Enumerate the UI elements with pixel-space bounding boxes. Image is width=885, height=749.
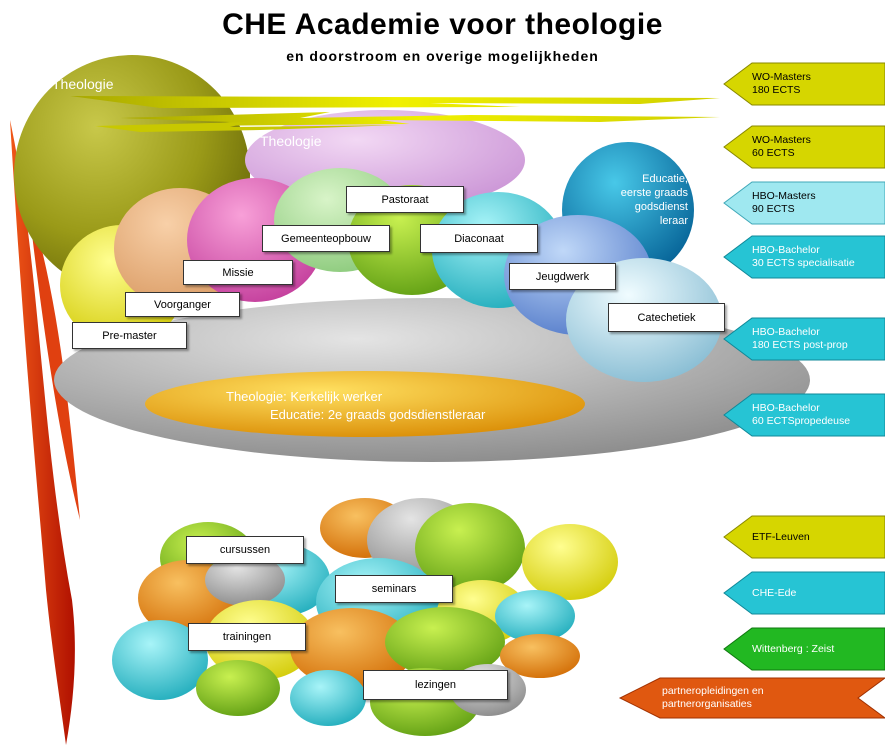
educatie-line-3: godsdienst xyxy=(634,201,688,213)
page-subtitle: en doorstroom en overige mogelijkheden xyxy=(286,48,599,64)
kerkelijk-werker-shape xyxy=(145,371,585,437)
blob-5 xyxy=(415,503,525,593)
box-seminars[interactable]: seminars xyxy=(335,575,453,603)
partner-etf-leuven-label: ETF-Leuven xyxy=(752,530,810,543)
bolt-middle xyxy=(120,112,720,126)
educatie-line-1: Educatie, xyxy=(642,173,688,185)
educatie-label: Educatie, eerste graads godsdienst leraa… xyxy=(588,172,688,228)
box-lezingen[interactable]: lezingen xyxy=(363,670,508,700)
partner-wittenberg-zeist-label: Wittenberg : Zeist xyxy=(752,642,835,655)
box-voorganger[interactable]: Voorganger xyxy=(125,292,240,317)
blob-15 xyxy=(385,607,505,677)
track-wo-masters-180-line2: 180 ECTS xyxy=(752,84,801,96)
track-hbo-bachelor-180-line1: HBO-Bachelor xyxy=(752,326,820,338)
blob-8 xyxy=(205,554,285,606)
bolt-top xyxy=(70,96,720,108)
partner-che-ede[interactable]: CHE-Ede xyxy=(752,572,882,614)
box-catechetiek[interactable]: Catechetiek xyxy=(608,303,725,332)
track-hbo-bachelor-60-line1: HBO-Bachelor xyxy=(752,402,820,414)
track-hbo-bachelor-30-line1: HBO-Bachelor xyxy=(752,244,820,256)
track-arrows xyxy=(618,62,885,719)
blob-18 xyxy=(290,670,366,726)
track-arrow-shape-4 xyxy=(723,235,885,279)
partner-orgs-line2: partnerorganisaties xyxy=(662,698,752,710)
box-jeugdwerk[interactable]: Jeugdwerk xyxy=(509,263,616,290)
red-ribbon xyxy=(10,120,75,745)
partner-etf-leuven[interactable]: ETF-Leuven xyxy=(752,516,882,558)
kerkelijk-werker-label: Theologie: Kerkelijk werker xyxy=(226,389,383,404)
partner-arrow-shape-1 xyxy=(723,515,885,559)
track-arrow-shape-6 xyxy=(723,393,885,437)
educatie-line-2: eerste graads xyxy=(620,187,688,199)
partner-arrow-shape-3 xyxy=(723,627,885,671)
track-arrow-shape-1 xyxy=(723,62,885,106)
blob-13 xyxy=(112,620,208,700)
track-hbo-bachelor-60-line2: 60 ECTSpropedeuse xyxy=(752,415,851,427)
track-arrow-shape-2 xyxy=(723,125,885,169)
track-hbo-masters-90-line1: HBO-Masters xyxy=(752,190,816,202)
track-hbo-bachelor-180-line2: 180 ECTS post-prop xyxy=(752,339,848,351)
box-diaconaat[interactable]: Diaconaat xyxy=(420,224,538,253)
educatie-line-4: leraar xyxy=(659,215,688,227)
theologie-large-label: Theologie xyxy=(52,76,114,92)
track-wo-masters-60-line2: 60 ECTS xyxy=(752,147,795,159)
partner-che-ede-label: CHE-Ede xyxy=(752,586,797,599)
godsdienstleraar-label: Educatie: 2e graads godsdienstleraar xyxy=(270,407,486,422)
page-title: CHE Academie voor theologie xyxy=(222,8,663,41)
partner-arrow-shape-2 xyxy=(723,571,885,615)
track-hbo-bachelor-30-line2: 30 ECTS specialisatie xyxy=(752,257,855,269)
theologie-inner-label: Theologie xyxy=(260,133,322,149)
blob-14 xyxy=(290,608,414,688)
box-trainingen[interactable]: trainingen xyxy=(188,623,306,651)
track-arrow-shape-3 xyxy=(723,181,885,225)
track-wo-masters-180-line1: WO-Masters xyxy=(752,71,811,83)
blob-16 xyxy=(500,634,580,678)
box-cursussen[interactable]: cursussen xyxy=(186,536,304,564)
partner-wittenberg-zeist[interactable]: Wittenberg : Zeist xyxy=(752,628,882,670)
red-ribbon-inner xyxy=(28,200,80,520)
partner-orgs-arrow-shape xyxy=(618,677,885,719)
blob-17 xyxy=(196,660,280,716)
bolt-lower xyxy=(95,122,400,132)
activity-cluster xyxy=(112,498,618,736)
partner-orgs-line1: partneropleidingen en xyxy=(662,685,764,697)
track-hbo-masters-90-line2: 90 ECTS xyxy=(752,203,795,215)
box-missie[interactable]: Missie xyxy=(183,260,293,285)
box-premaster[interactable]: Pre-master xyxy=(72,322,187,349)
box-pastoraat[interactable]: Pastoraat xyxy=(346,186,464,213)
box-gemeenteopbouw[interactable]: Gemeenteopbouw xyxy=(262,225,390,252)
blob-6 xyxy=(522,524,618,600)
blob-11 xyxy=(495,590,575,642)
track-wo-masters-60-line1: WO-Masters xyxy=(752,134,811,146)
track-arrow-shape-5 xyxy=(723,317,885,361)
